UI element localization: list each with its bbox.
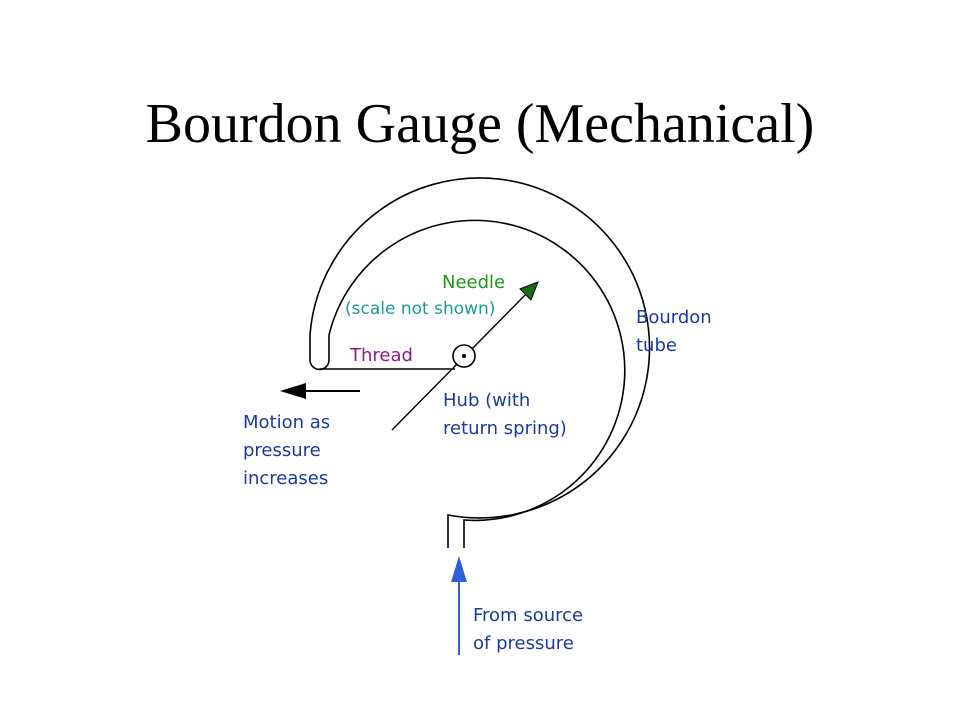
hub-label-line1: Hub (with	[443, 390, 530, 411]
arrow-left-icon	[280, 383, 306, 399]
hub-label-line2: return spring)	[443, 418, 567, 439]
motion-label-line2: pressure	[243, 440, 321, 461]
bourdon-tube-label-line2: tube	[636, 335, 677, 356]
scale-note-label: (scale not shown)	[345, 299, 495, 319]
arrow-up-icon	[451, 556, 467, 582]
source-label-line1: From source	[473, 605, 583, 626]
source-label-line2: of pressure	[473, 633, 574, 654]
hub-center-dot	[462, 354, 466, 358]
bourdon-tube-closed-end	[309, 359, 330, 371]
needle-arrowhead-icon	[519, 281, 539, 301]
bourdon-tube-outer-wall	[309, 177, 651, 548]
motion-label-line3: increases	[243, 468, 328, 489]
motion-label-line1: Motion as	[243, 412, 330, 433]
thread-label: Thread	[349, 345, 413, 366]
bourdon-tube-inner-wall	[328, 219, 626, 548]
bourdon-tube-label-line1: Bourdon	[636, 307, 712, 328]
needle-label: Needle	[442, 272, 505, 293]
page-title: Bourdon Gauge (Mechanical)	[145, 93, 815, 155]
